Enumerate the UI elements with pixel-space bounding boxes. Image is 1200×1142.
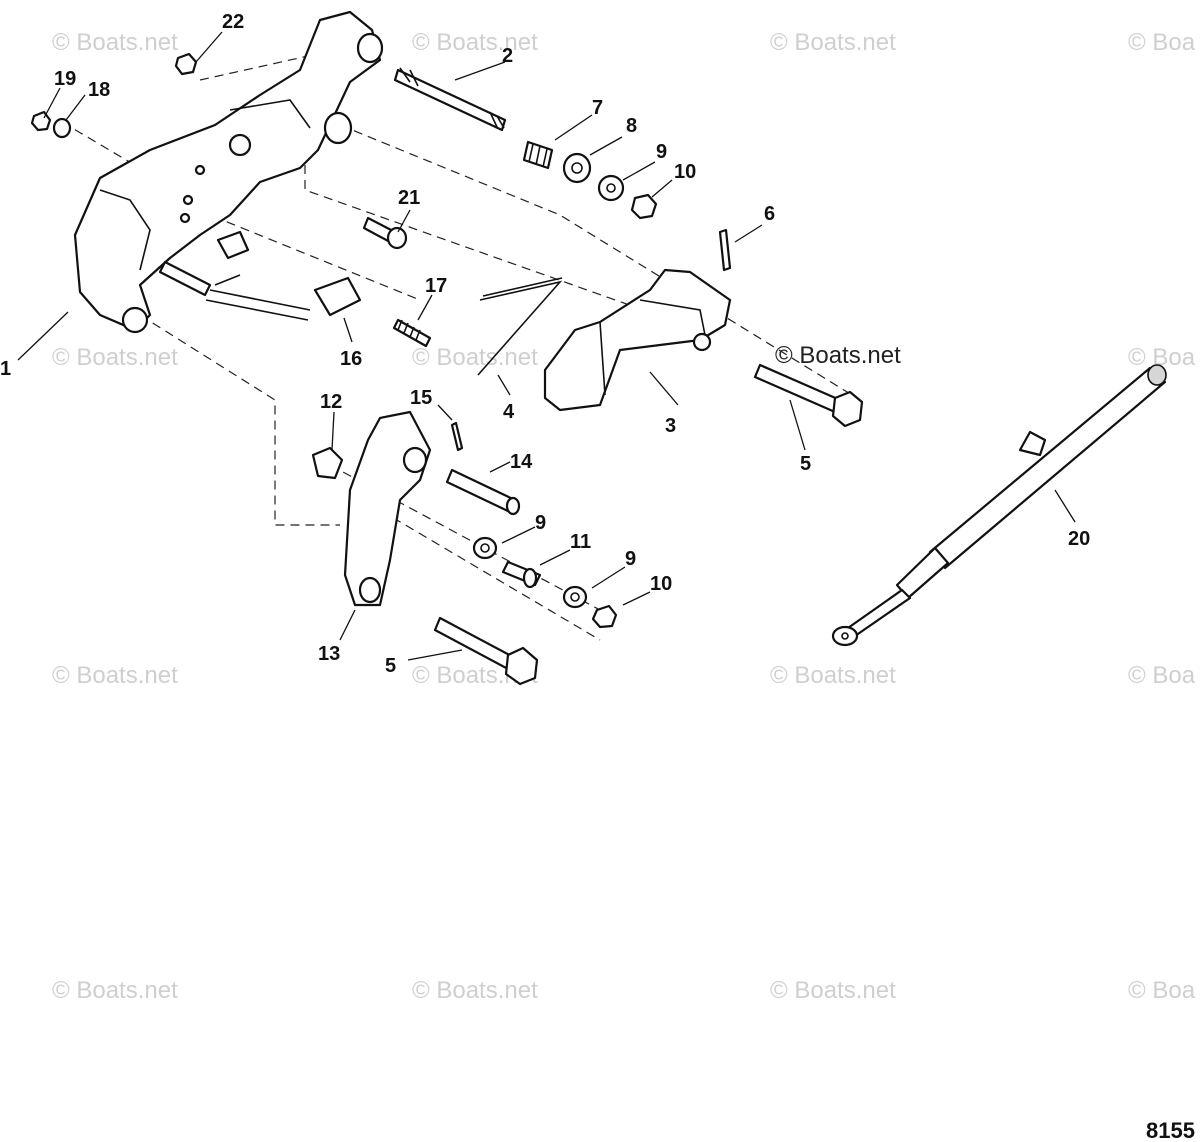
watermark: © Boats.net xyxy=(52,662,178,689)
spring-part xyxy=(522,140,554,170)
callout-6: 6 xyxy=(764,203,775,225)
cotter-pin-part xyxy=(450,421,464,452)
watermark-layer: © Boats.net © Boats.net © Boats.net © Bo… xyxy=(52,29,1196,1004)
callout-5: 5 xyxy=(800,453,811,475)
callout-15: 15 xyxy=(410,387,432,409)
callout-17: 17 xyxy=(425,275,447,297)
clip-part xyxy=(311,446,344,480)
assembly-guide-lines xyxy=(61,39,861,641)
callout-12: 12 xyxy=(320,391,342,413)
watermark: © Boats.net xyxy=(770,662,896,689)
washer-nut-set-upper xyxy=(562,152,658,220)
callout-22: 22 xyxy=(222,11,244,33)
clevis-pin-part xyxy=(445,468,521,516)
watermark: © Boa xyxy=(1128,29,1196,56)
figure-code: 8155 xyxy=(1146,1118,1195,1142)
callout-4: 4 xyxy=(503,401,515,423)
small-hardware xyxy=(30,52,198,139)
callout-13: 13 xyxy=(318,643,340,665)
callout-3: 3 xyxy=(665,415,676,437)
tube-rod-part xyxy=(831,364,1167,647)
callout-9: 9 xyxy=(656,141,667,163)
watermark: © Boats.net xyxy=(770,29,896,56)
watermark: © Boats.net xyxy=(412,977,538,1004)
callout-10: 10 xyxy=(674,161,696,183)
callout-18: 18 xyxy=(88,79,110,101)
watermark: © Boats.net xyxy=(52,29,178,56)
bolt-part-upper xyxy=(753,363,864,428)
callout-20: 20 xyxy=(1068,528,1090,550)
callout-14: 14 xyxy=(510,451,533,473)
stud-part xyxy=(393,67,507,132)
screw-part xyxy=(362,216,408,250)
bolt-part-lower xyxy=(433,616,539,686)
lever-arm-part xyxy=(343,410,432,607)
callout-1: 1 xyxy=(0,358,11,380)
watermark-strong: © Boats.net xyxy=(775,342,901,369)
cam-bracket-part xyxy=(543,268,732,412)
threaded-rod-part xyxy=(392,318,432,348)
watermark: © Boa xyxy=(1128,662,1196,689)
callout-5: 5 xyxy=(385,655,396,677)
callout-19: 19 xyxy=(54,68,76,90)
callout-9: 9 xyxy=(625,548,636,570)
callout-2: 2 xyxy=(502,45,513,67)
callout-16: 16 xyxy=(340,348,362,370)
callout-7: 7 xyxy=(592,97,603,119)
callout-labels: 1 2 3 4 5 5 6 7 8 9 9 9 10 10 11 12 13 1… xyxy=(0,11,1090,677)
switch-part xyxy=(158,230,362,321)
wire-spring-part xyxy=(477,277,563,376)
watermark: © Boats.net xyxy=(412,344,538,371)
pin-part xyxy=(718,228,732,272)
leader-lines xyxy=(17,31,1076,661)
callout-21: 21 xyxy=(398,187,420,209)
callout-9: 9 xyxy=(535,512,546,534)
watermark: © Boats.net xyxy=(770,977,896,1004)
callout-8: 8 xyxy=(626,115,637,137)
watermark: © Boats.net xyxy=(52,344,178,371)
callout-11: 11 xyxy=(570,531,591,553)
callout-10: 10 xyxy=(650,573,672,595)
watermark: © Boats.net xyxy=(52,977,178,1004)
washer-nut-set-lower xyxy=(472,536,618,629)
watermark: © Boats.net xyxy=(412,29,538,56)
bracket-plate-part xyxy=(73,10,384,334)
watermark: © Boa xyxy=(1128,977,1196,1004)
